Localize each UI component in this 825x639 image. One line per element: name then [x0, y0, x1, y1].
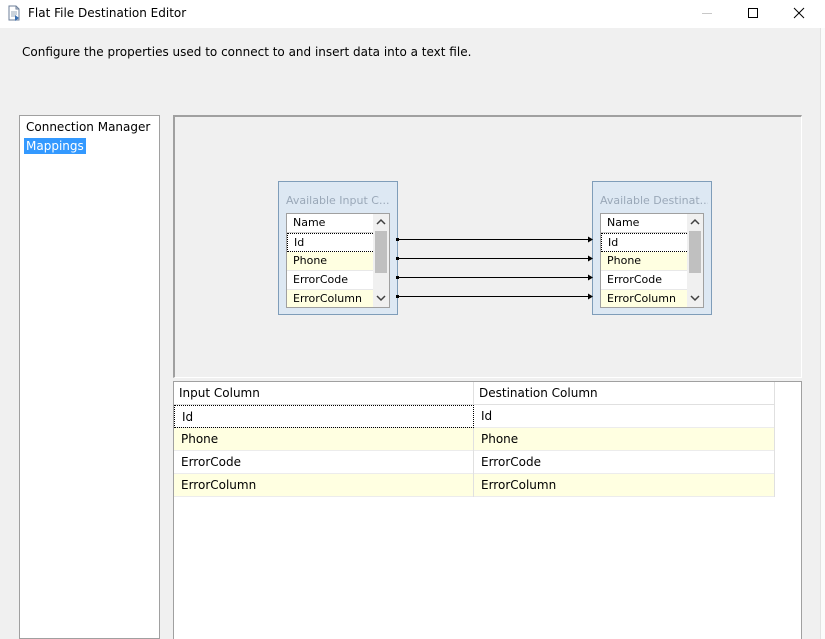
list-scrollbar[interactable]	[687, 214, 703, 307]
table-row[interactable]: Id Id	[174, 405, 775, 428]
destination-column-cell[interactable]: ErrorCode	[474, 451, 775, 474]
flat-file-destination-icon	[6, 5, 22, 21]
chevron-down-icon[interactable]	[376, 294, 386, 302]
available-input-columns-list: Name Id Phone ErrorCode ErrorColumn	[286, 213, 390, 308]
available-input-columns-title: Available Input C...	[286, 194, 390, 207]
maximize-button[interactable]	[730, 0, 776, 26]
available-destination-columns-title: Available Destinat...	[600, 194, 708, 207]
input-column-cell[interactable]: Phone	[174, 428, 474, 451]
page-description: Configure the properties used to connect…	[22, 45, 472, 59]
chevron-down-icon[interactable]	[690, 294, 700, 302]
destination-column-cell[interactable]: Id	[474, 405, 775, 428]
window-title: Flat File Destination Editor	[28, 6, 187, 20]
list-item[interactable]: ErrorColumn	[287, 290, 375, 307]
column-header-destination[interactable]: Destination Column	[474, 382, 775, 405]
mapping-line[interactable]	[396, 293, 593, 300]
minimize-icon	[702, 13, 712, 14]
title-bar: Flat File Destination Editor	[0, 0, 825, 28]
list-item[interactable]: Id	[287, 233, 375, 252]
list-item[interactable]: ErrorCode	[287, 271, 375, 290]
navigation-list: Connection Manager Mappings	[19, 115, 160, 639]
chevron-up-icon[interactable]	[690, 218, 700, 226]
list-item[interactable]: Phone	[601, 252, 689, 271]
chevron-up-icon[interactable]	[376, 218, 386, 226]
list-scrollbar[interactable]	[373, 214, 389, 307]
scrollbar-thumb[interactable]	[375, 231, 387, 273]
list-item[interactable]: ErrorColumn	[601, 290, 689, 307]
scrollbar-thumb[interactable]	[689, 231, 701, 273]
mapping-line[interactable]	[396, 255, 593, 262]
list-item[interactable]: Id	[601, 233, 689, 252]
close-icon	[793, 7, 805, 19]
list-header-name[interactable]: Name	[287, 214, 375, 233]
table-row[interactable]: Phone Phone	[174, 428, 775, 451]
nav-item-connection-manager[interactable]: Connection Manager	[26, 120, 151, 134]
background-window-edge	[820, 28, 825, 639]
maximize-icon	[748, 8, 758, 18]
column-header-input[interactable]: Input Column	[174, 382, 474, 405]
list-header-name[interactable]: Name	[601, 214, 689, 233]
mapping-lines	[396, 236, 593, 300]
available-destination-columns-list: Name Id Phone ErrorCode ErrorColumn	[600, 213, 704, 308]
input-column-cell[interactable]: Id	[174, 405, 474, 428]
list-item[interactable]: Phone	[287, 252, 375, 271]
table-row[interactable]: ErrorCode ErrorCode	[174, 451, 775, 474]
destination-column-cell[interactable]: Phone	[474, 428, 775, 451]
close-button[interactable]	[776, 0, 822, 26]
table-row[interactable]: ErrorColumn ErrorColumn	[174, 474, 775, 497]
list-item[interactable]: ErrorCode	[601, 271, 689, 290]
grid-header: Input Column Destination Column	[174, 382, 775, 405]
input-column-cell[interactable]: ErrorColumn	[174, 474, 474, 497]
available-input-columns-box[interactable]: Available Input C... Name Id Phone Error…	[278, 181, 398, 315]
column-mapping-grid: Input Column Destination Column Id Id Ph…	[173, 381, 802, 639]
minimize-button[interactable]	[684, 0, 730, 26]
mapping-line[interactable]	[396, 236, 593, 243]
available-destination-columns-box[interactable]: Available Destinat... Name Id Phone Erro…	[592, 181, 712, 315]
mapping-line[interactable]	[396, 274, 593, 281]
nav-item-mappings[interactable]: Mappings	[24, 138, 86, 154]
input-column-cell[interactable]: ErrorCode	[174, 451, 474, 474]
destination-column-cell[interactable]: ErrorColumn	[474, 474, 775, 497]
